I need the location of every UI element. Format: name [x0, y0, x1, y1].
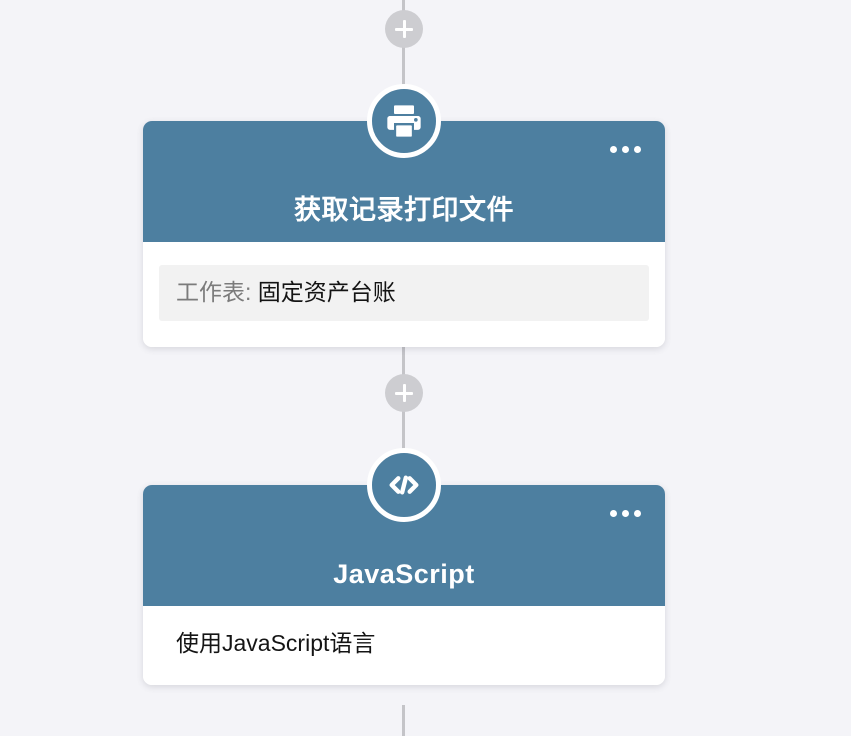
workflow-node-print-file[interactable]: 获取记录打印文件 工作表: 固定资产台账: [143, 84, 665, 347]
connector-line-node1-to-plus: [402, 340, 405, 378]
add-step-button-middle[interactable]: [385, 374, 423, 412]
menu-dot: [634, 510, 641, 517]
add-step-button-top[interactable]: [385, 10, 423, 48]
workflow-node-javascript[interactable]: JavaScript 使用JavaScript语言: [143, 448, 665, 685]
menu-dot: [610, 510, 617, 517]
node-header: 获取记录打印文件: [143, 84, 665, 242]
plus-icon-vertical: [402, 20, 406, 38]
node-menu-button[interactable]: [606, 142, 645, 157]
node-body: 工作表: 固定资产台账: [143, 242, 665, 347]
node-body: 使用JavaScript语言: [143, 606, 665, 685]
node-title: JavaScript: [333, 559, 475, 590]
printer-icon: [367, 84, 441, 158]
connector-line-top: [402, 0, 405, 14]
menu-dot: [610, 146, 617, 153]
node-header: JavaScript: [143, 448, 665, 606]
node-menu-button[interactable]: [606, 506, 645, 521]
menu-dot: [634, 146, 641, 153]
worksheet-field[interactable]: 工作表: 固定资产台账: [159, 265, 649, 321]
worksheet-field-label: 工作表:: [176, 279, 252, 305]
node-title: 获取记录打印文件: [294, 195, 514, 226]
code-icon: [367, 448, 441, 522]
plus-icon-vertical: [402, 384, 406, 402]
worksheet-field-value: 固定资产台账: [257, 279, 396, 305]
connector-line-bottom: [402, 705, 405, 736]
connector-line-plus-to-node2: [402, 408, 405, 456]
connector-line-top-to-node1: [402, 44, 405, 92]
javascript-description: 使用JavaScript语言: [176, 630, 376, 656]
menu-dot: [622, 146, 629, 153]
menu-dot: [622, 510, 629, 517]
